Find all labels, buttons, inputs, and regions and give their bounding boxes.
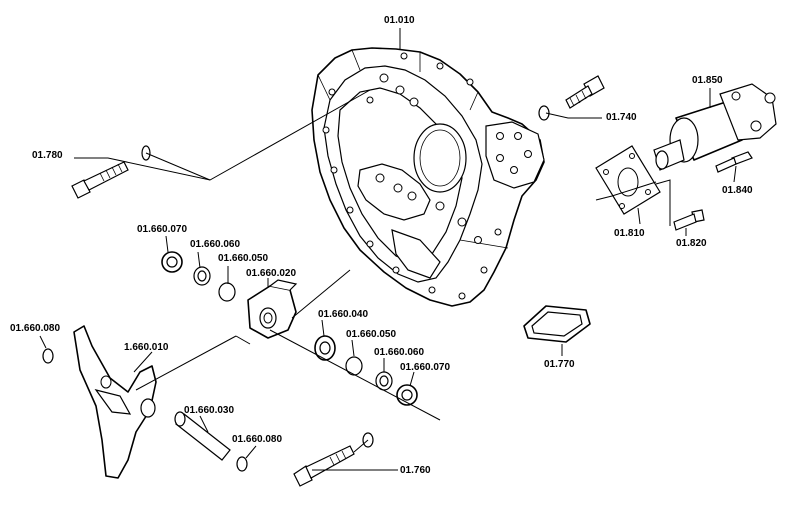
label-01660080-left[interactable]: 01.660.080 <box>10 323 61 334</box>
seal-01770[interactable] <box>523 305 591 343</box>
label-01660050-left[interactable]: 01.660.050 <box>218 253 269 264</box>
label-01780[interactable]: 01.780 <box>32 150 63 161</box>
bracket-01660020[interactable] <box>247 279 298 339</box>
label-01660070-left[interactable]: 01.660.070 <box>137 224 188 235</box>
label-01840[interactable]: 01.840 <box>722 185 753 196</box>
circlip-01660050-right[interactable] <box>345 356 363 376</box>
bolt-01840[interactable] <box>715 151 753 173</box>
circlip-01660080-right[interactable] <box>236 456 248 472</box>
label-01660060-left[interactable]: 01.660.060 <box>190 239 241 250</box>
bolt-01740[interactable] <box>538 75 605 121</box>
washer-01660060-left[interactable] <box>193 266 211 286</box>
label-01770[interactable]: 01.770 <box>544 359 575 370</box>
label-01760[interactable]: 01.760 <box>400 465 431 476</box>
label-01660040[interactable]: 01.660.040 <box>318 309 369 320</box>
bearing-01660070-left[interactable] <box>161 251 183 273</box>
label-01810[interactable]: 01.810 <box>614 228 645 239</box>
shaft-01660030[interactable] <box>174 411 231 461</box>
release-fork-1660010[interactable] <box>73 325 157 479</box>
label-01820[interactable]: 01.820 <box>676 238 707 249</box>
slave-cylinder-01850[interactable] <box>653 83 777 171</box>
label-01010[interactable]: 01.010 <box>384 15 415 26</box>
label-01850[interactable]: 01.850 <box>692 75 723 86</box>
label-1660010[interactable]: 1.660.010 <box>124 342 169 353</box>
label-01660080-right[interactable]: 01.660.080 <box>232 434 283 445</box>
label-01660030[interactable]: 01.660.030 <box>184 405 235 416</box>
bolt-01820[interactable] <box>673 209 705 231</box>
label-01660070-right[interactable]: 01.660.070 <box>400 362 451 373</box>
gasket-plate-01810[interactable] <box>595 145 661 215</box>
bearing-01660040[interactable] <box>314 335 336 361</box>
label-01660060-right[interactable]: 01.660.060 <box>374 347 425 358</box>
label-01660020[interactable]: 01.660.020 <box>246 268 297 279</box>
label-01660050-right[interactable]: 01.660.050 <box>346 329 397 340</box>
clutch-housing[interactable] <box>311 47 545 307</box>
bolt-01760[interactable] <box>293 432 374 487</box>
circlip-01660080-left[interactable] <box>42 348 54 364</box>
circlip-01660050-left[interactable] <box>218 282 236 302</box>
bolt-01780[interactable] <box>71 145 151 199</box>
label-01740[interactable]: 01.740 <box>606 112 637 123</box>
leader-lines <box>39 28 737 471</box>
